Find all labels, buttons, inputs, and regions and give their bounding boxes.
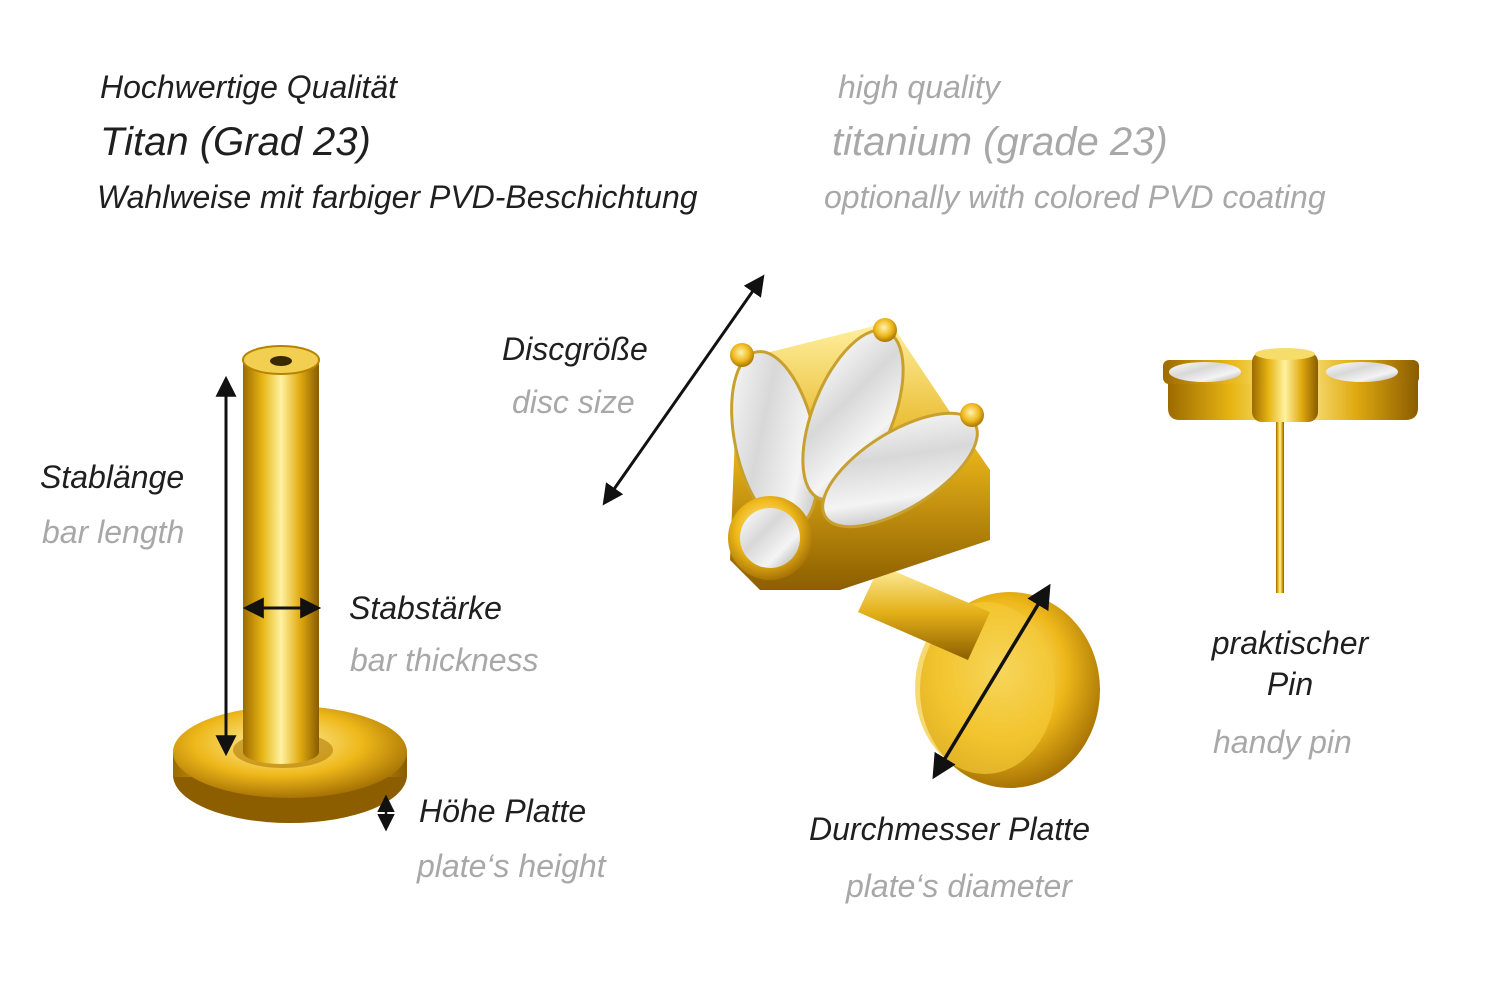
- top-with-pin: [1163, 348, 1419, 593]
- label-handy-pin-en: handy pin: [1213, 724, 1352, 760]
- plate-diameter-arrow: [932, 583, 1051, 780]
- label-plate-diameter-en: plate‘s diameter: [846, 868, 1072, 904]
- disc-size-arrow: [602, 274, 765, 506]
- label-handy-pin-de-line2: Pin: [1266, 666, 1314, 702]
- label-bar-thickness-de: Stabstärke: [349, 590, 502, 626]
- header-material-en: titanium (grade 23): [832, 120, 1168, 164]
- label-disc-size-en: disc size: [512, 384, 635, 420]
- label-plate-height-de: Höhe Platte: [419, 793, 587, 829]
- label-bar-length-de: Stablänge: [40, 459, 185, 495]
- label-plate-height-en: plate‘s height: [417, 848, 606, 884]
- jeweled-labret: [728, 318, 1100, 788]
- label-bar-thickness-en: bar thickness: [350, 642, 539, 678]
- label-handy-pin-de-line1: praktischer: [1211, 625, 1369, 661]
- label-disc-size-de: Discgröße: [502, 331, 648, 367]
- header-coating-en: optionally with colored PVD coating: [824, 179, 1326, 215]
- header-coating-de: Wahlweise mit farbiger PVD-Beschichtung: [97, 179, 698, 215]
- header-material-de: Titan (Grad 23): [100, 120, 371, 164]
- header-quality-en: high quality: [838, 69, 1000, 105]
- header-quality-de: Hochwertige Qualität: [100, 69, 398, 105]
- labret-post: [173, 345, 407, 823]
- label-bar-length-en: bar length: [42, 514, 185, 550]
- label-plate-diameter-de: Durchmesser Platte: [809, 811, 1090, 847]
